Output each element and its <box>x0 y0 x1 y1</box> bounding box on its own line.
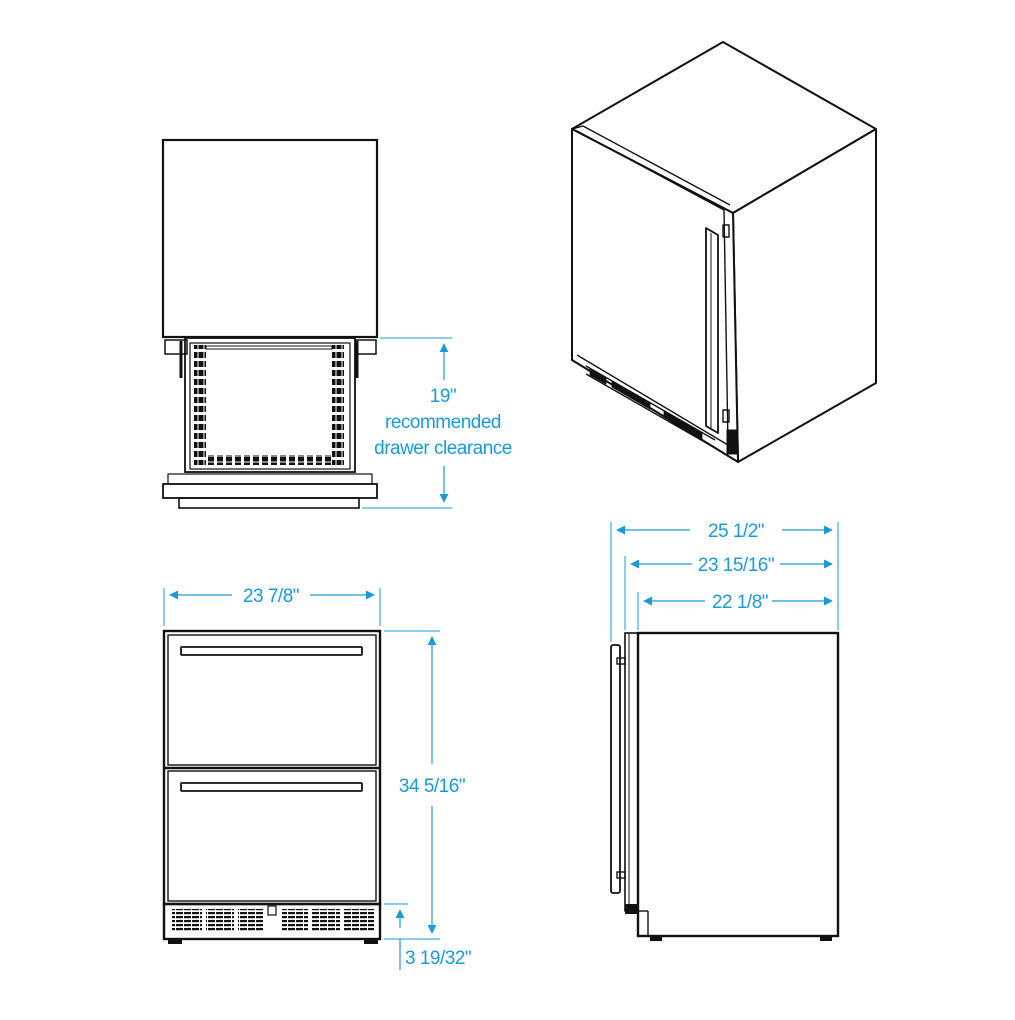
drawer-clearance-value: 19" <box>430 386 456 407</box>
drawer-open-view <box>161 138 379 509</box>
overall-depth-label: 25 1/2" <box>708 521 764 542</box>
drawer-clearance-dimension <box>362 337 452 509</box>
front-view <box>162 629 382 944</box>
kick-height-label: 3 19/32" <box>405 948 471 969</box>
front-width-label: 23 7/8" <box>243 586 299 607</box>
drawer-clearance-label-line2: drawer clearance <box>374 438 512 459</box>
kick-height-dimension <box>384 903 408 970</box>
front-height-label: 34 5/16" <box>399 776 465 797</box>
side-view <box>610 631 840 941</box>
cabinet-depth-label: 22 1/8" <box>712 592 768 613</box>
front-width-dimension <box>163 588 381 626</box>
isometric-view <box>571 41 877 463</box>
overall-depth-dimension <box>610 522 839 642</box>
depth-without-handle-label: 23 15/16" <box>698 555 774 576</box>
front-height-dimension <box>384 630 440 940</box>
drawer-clearance-label-line1: recommended <box>385 412 501 433</box>
cabinet-depth-dimension <box>637 592 833 630</box>
depth-without-handle-dimension <box>624 556 833 630</box>
